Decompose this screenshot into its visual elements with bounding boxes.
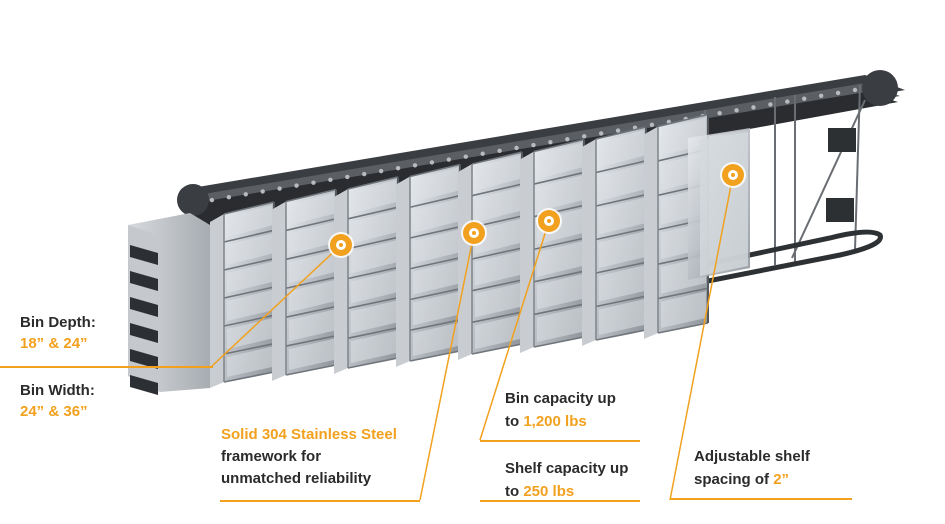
bottom-rail: [204, 229, 883, 383]
bin-width-value: 24” & 36”: [20, 403, 88, 420]
shelf-capacity-line1: Shelf capacity up: [505, 460, 629, 477]
rule-shelf-spacing: [670, 498, 852, 500]
framework-line2: framework for: [221, 448, 322, 465]
shelf-spacing-prefix: spacing of: [694, 471, 774, 488]
bin-unit: [458, 151, 523, 360]
bin-capacity-prefix: to: [505, 413, 524, 430]
bin-depth-callout: Bin Depth: 18” & 24”: [20, 312, 96, 354]
bin-unit: [396, 163, 461, 367]
shelf-capacity-callout: Shelf capacity up to 250 lbs: [505, 457, 628, 503]
framework-callout: Solid 304 Stainless Steel framework for …: [221, 424, 397, 490]
hotspot-marker[interactable]: [330, 234, 352, 256]
sprocket-left: [177, 184, 209, 216]
rule-framework: [220, 500, 420, 502]
left-end-unit: [128, 213, 210, 395]
bin-width-label: Bin Width:: [20, 382, 95, 399]
rule-bin-depth: [0, 366, 213, 368]
shelf-spacing-line1: Adjustable shelf: [694, 448, 810, 465]
bin-capacity-line1: Bin capacity up: [505, 390, 616, 407]
shelf-spacing-callout: Adjustable shelf spacing of 2”: [694, 445, 810, 491]
shelf-spacing-value: 2”: [773, 471, 790, 488]
shelf-capacity-value: 250 lbs: [523, 483, 575, 500]
bin-depth-value: 18” & 24”: [20, 335, 88, 352]
bin-unit: [272, 188, 337, 381]
bracket-lower: [826, 198, 854, 222]
storage-bins: [210, 113, 709, 388]
bracket-upper: [828, 128, 856, 152]
framework-line3: unmatched reliability: [221, 470, 372, 487]
bin-unit: [520, 138, 585, 353]
rule-bin-capacity: [480, 440, 640, 442]
hotspot-marker[interactable]: [538, 210, 560, 232]
bin-depth-label: Bin Depth:: [20, 314, 96, 331]
bin-capacity-value: 1,200 lbs: [523, 413, 587, 430]
hotspot-marker[interactable]: [722, 164, 744, 186]
sprocket-right: [862, 70, 898, 106]
hotspot-marker[interactable]: [463, 222, 485, 244]
framework-accent-text: Solid 304 Stainless Steel: [221, 426, 397, 443]
bin-capacity-callout: Bin capacity up to 1,200 lbs: [505, 387, 616, 433]
rule-shelf-capacity: [480, 500, 640, 502]
bin-width-callout: Bin Width: 24” & 36”: [20, 380, 95, 422]
bin-unit: [582, 126, 647, 346]
shelf-capacity-prefix: to: [505, 483, 524, 500]
